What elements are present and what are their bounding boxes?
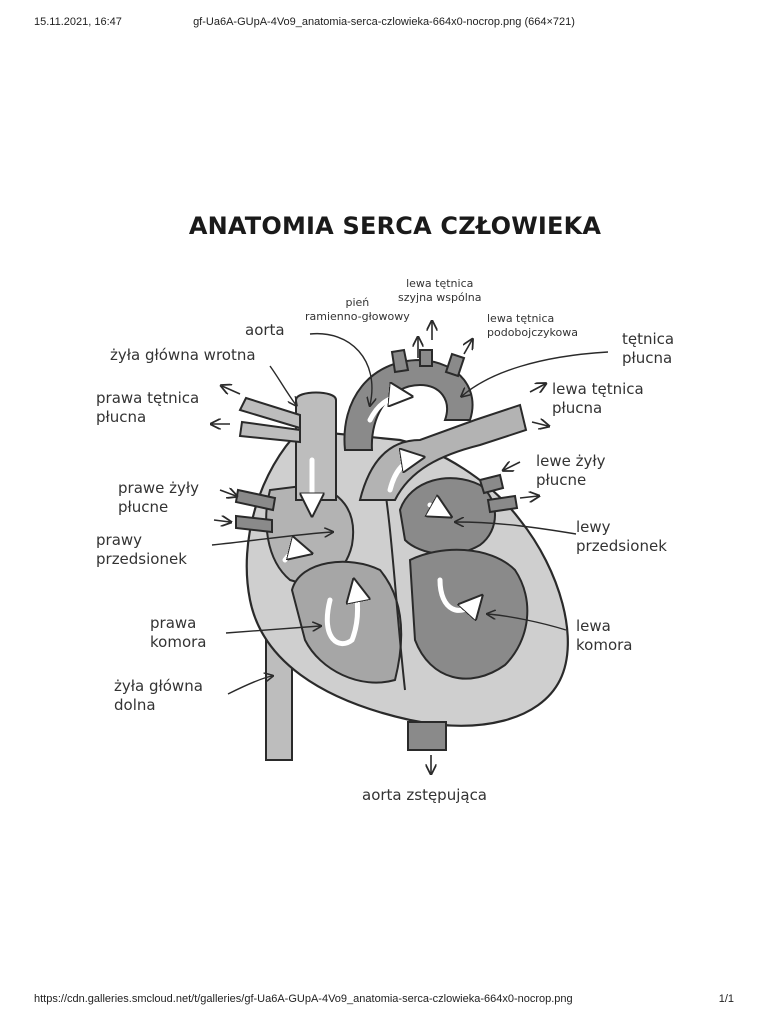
left-ventricle-shape (408, 548, 529, 680)
page-number: 1/1 (718, 993, 734, 1005)
aortic-branches (390, 348, 466, 378)
descending-aorta (407, 721, 447, 751)
label-right-ventricle: prawa komora (150, 614, 207, 651)
label-brachiocephalic-trunk: pień ramienno-głowowy (305, 296, 410, 323)
label-right-pulmonary-artery: prawa tętnica płucna (96, 389, 200, 426)
label-right-atrium: prawy przedsionek (96, 531, 187, 568)
pulmonary-trunk (358, 403, 528, 501)
label-left-ventricle: lewa komora (576, 617, 633, 654)
direction-arrows (212, 322, 548, 773)
right-ventricle-shape (290, 560, 403, 684)
document-title: gf-Ua6A-GUpA-4Vo9_anatomia-serca-czlowie… (193, 16, 575, 28)
label-left-pulmonary-veins: lewe żyły płucne (536, 452, 606, 489)
print-date: 15.11.2021, 16:47 (34, 16, 122, 28)
source-url: https://cdn.galleries.smcloud.net/t/gall… (34, 993, 573, 1005)
label-left-atrium: lewy przedsionek (576, 518, 667, 555)
flow-arrows (282, 396, 478, 647)
print-footer: https://cdn.galleries.smcloud.net/t/gall… (0, 993, 768, 1009)
right-pulmonary-artery (238, 396, 301, 430)
label-left-common-carotid: lewa tętnica szyjna wspólna (398, 277, 482, 304)
label-superior-vena-cava: żyła główna wrotna (110, 346, 256, 364)
left-pulmonary-veins (478, 473, 505, 495)
superior-vena-cava (295, 391, 337, 501)
label-pulmonary-artery: tętnica płucna (622, 330, 675, 367)
print-header: 15.11.2021, 16:47 gf-Ua6A-GUpA-4Vo9_anat… (0, 16, 768, 32)
label-right-pulmonary-veins: prawe żyły płucne (118, 479, 200, 516)
label-descending-aorta: aorta zstępująca (362, 786, 488, 804)
diagram-title: ANATOMIA SERCA CZŁOWIEKA (188, 212, 602, 240)
left-atrium-shape (398, 477, 496, 556)
leader-lines (211, 332, 609, 695)
label-left-pulmonary-artery: lewa tętnica płucna (552, 380, 644, 417)
label-left-subclavian: lewa tętnica podobojczykowa (487, 312, 578, 339)
label-aorta: aorta (245, 321, 285, 339)
label-inferior-vena-cava: żyła główna dolna (114, 677, 203, 714)
